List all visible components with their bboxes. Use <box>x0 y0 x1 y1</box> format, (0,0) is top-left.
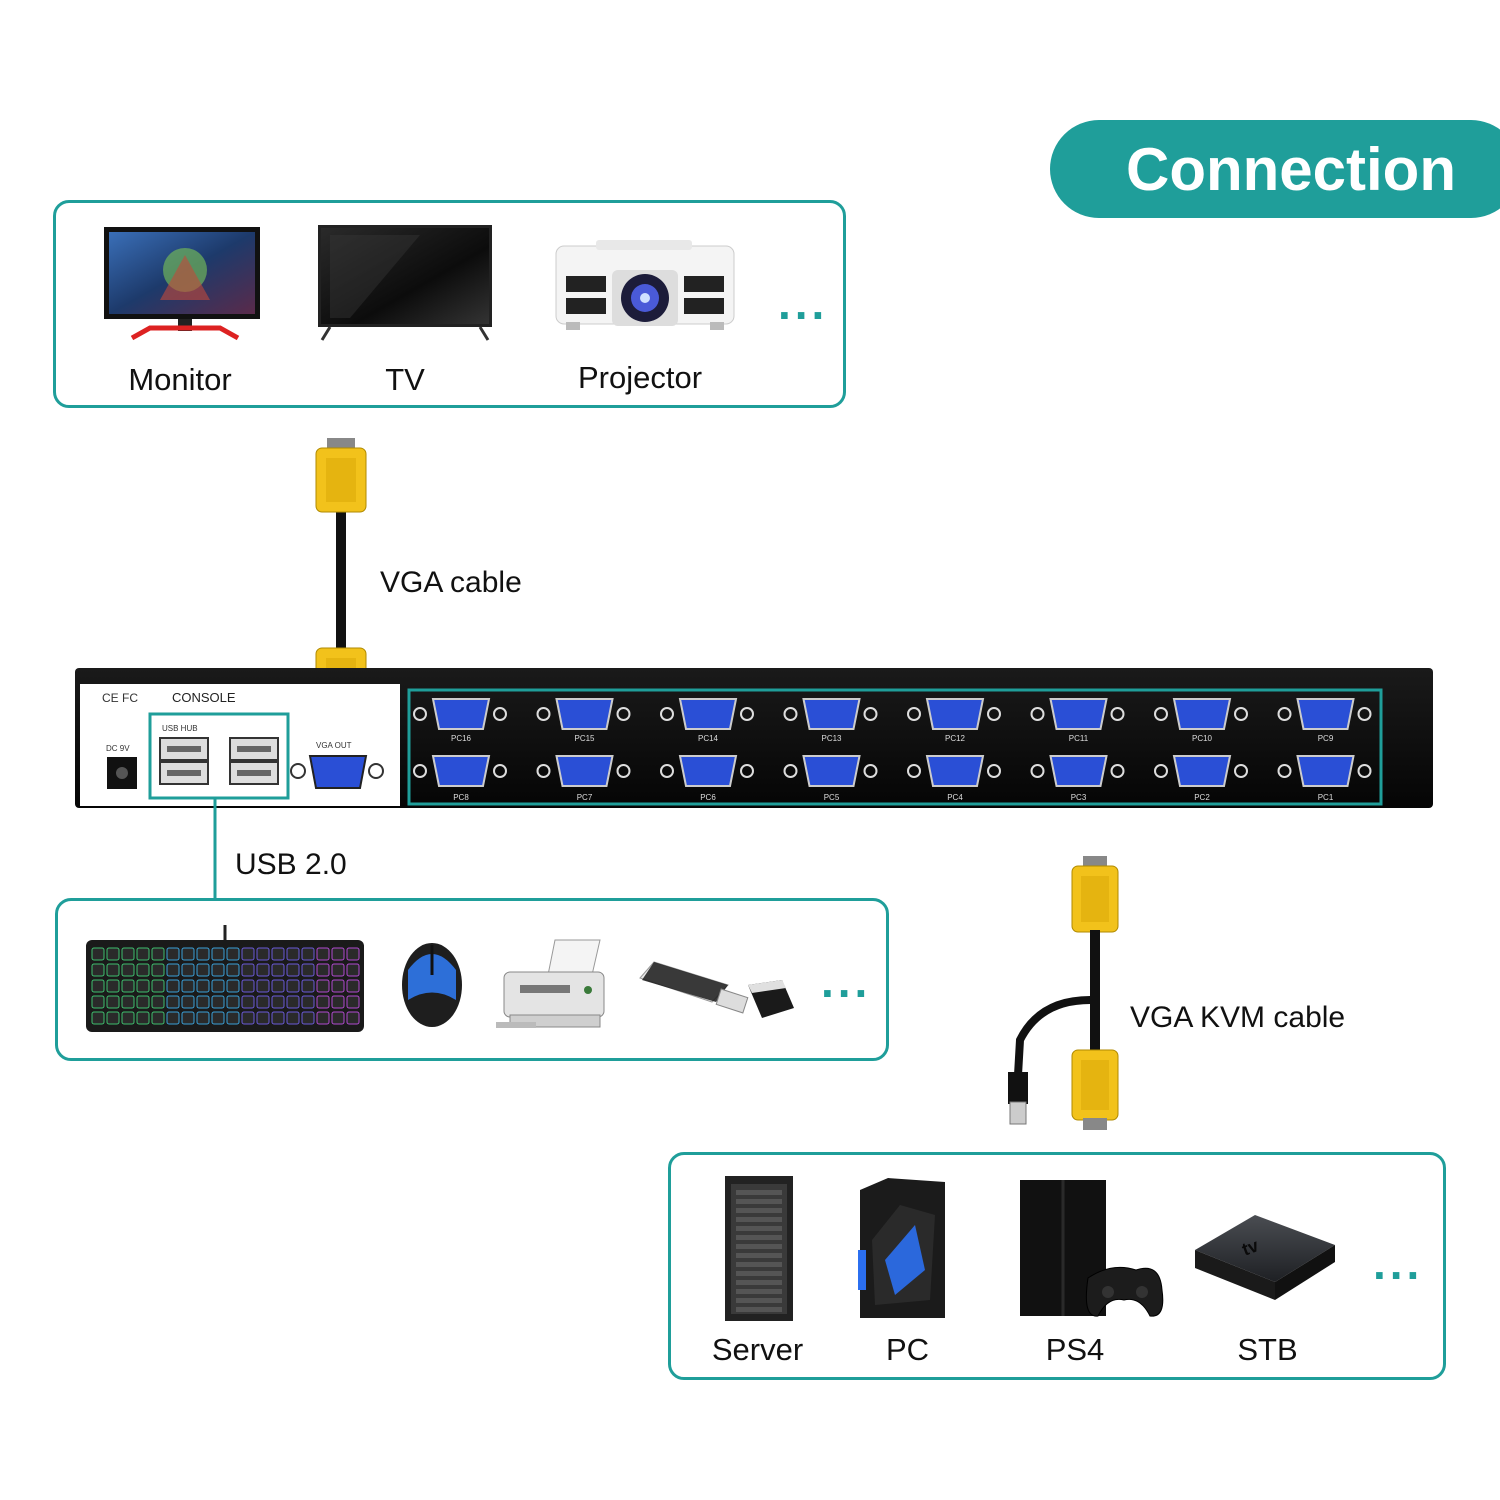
more-usb-devices-icon: ... <box>821 955 872 1007</box>
usb-label: USB 2.0 <box>235 848 347 881</box>
tv-label: TV <box>385 362 425 397</box>
tv-icon <box>318 225 492 341</box>
port-label: PC2 <box>1194 793 1210 802</box>
port-label: PC13 <box>821 734 842 743</box>
pc-ports-top: PC16 PC15 PC14 PC13 PC12 PC11 PC10 PC9 <box>413 698 1372 743</box>
pc-ports-bottom: PC8 PC7 PC6 PC5 PC4 PC3 PC2 PC1 <box>413 755 1372 802</box>
printer-icon <box>496 939 605 1028</box>
keyboard-icon <box>86 925 364 1032</box>
vga-port-pc7: PC7 <box>536 755 631 802</box>
vga-port-pc15: PC15 <box>536 698 631 743</box>
vga-cable-label: VGA cable <box>380 566 522 599</box>
port-label: PC9 <box>1318 734 1334 743</box>
port-label: PC14 <box>698 734 719 743</box>
vga-port-pc10: PC10 <box>1154 698 1248 743</box>
port-label: PC10 <box>1192 734 1213 743</box>
pc-icon <box>858 1178 945 1318</box>
port-label: PC3 <box>1071 793 1087 802</box>
port-label: PC6 <box>700 793 716 802</box>
dc-label: DC 9V <box>106 744 130 753</box>
more-displays-icon: ... <box>778 277 829 329</box>
vga-kvm-cable-label: VGA KVM cable <box>1130 1001 1346 1034</box>
port-label: PC12 <box>945 734 966 743</box>
projector-icon <box>555 240 735 330</box>
port-label: PC1 <box>1318 793 1334 802</box>
vga-port-pc5: PC5 <box>783 755 878 802</box>
page-title: Connection <box>1126 135 1456 203</box>
svg-text:tv: tv <box>1239 1235 1261 1259</box>
ps4-label: PS4 <box>1045 1332 1105 1367</box>
more-computers-icon: ... <box>1373 1237 1424 1289</box>
vga-port-pc8: PC8 <box>413 755 507 802</box>
vga-port-pc1: PC1 <box>1277 755 1372 802</box>
stb-label: STB <box>1237 1332 1298 1367</box>
ps4-icon <box>1020 1180 1164 1317</box>
vga-port-pc14: PC14 <box>660 698 754 743</box>
monitor-label: Monitor <box>128 362 232 397</box>
port-label: PC7 <box>577 793 593 802</box>
port-label: PC11 <box>1069 734 1089 743</box>
vga-out-label: VGA OUT <box>316 741 352 750</box>
pc-label: PC <box>885 1332 930 1367</box>
vga-port-pc6: PC6 <box>660 755 754 802</box>
port-label: PC16 <box>451 734 472 743</box>
cert-marks: CE FC <box>102 691 138 705</box>
vga-port-pc11: PC11 <box>1030 698 1125 743</box>
vga-port-pc13: PC13 <box>783 698 878 743</box>
projector-label: Projector <box>577 360 703 395</box>
usb-devices-group <box>55 898 889 1061</box>
vga-kvm-cable <box>1008 856 1119 1130</box>
usb-drive-icon <box>639 961 794 1018</box>
vga-port-pc9: PC9 <box>1277 698 1372 743</box>
vga-port-pc12: PC12 <box>907 698 1001 743</box>
mouse-icon <box>402 943 462 1027</box>
console-label: CONSOLE <box>172 690 236 705</box>
vga-port-pc2: PC2 <box>1154 755 1248 802</box>
server-icon <box>725 1176 793 1321</box>
server-label: Server <box>711 1332 804 1367</box>
usb-hub-label: USB HUB <box>162 724 198 733</box>
port-label: PC5 <box>824 793 840 802</box>
port-label: PC8 <box>453 793 469 802</box>
stb-icon: tv <box>1195 1215 1335 1300</box>
monitor-icon <box>104 227 260 341</box>
title-badge: Connection <box>1050 120 1500 218</box>
vga-port-pc16: PC16 <box>413 698 507 743</box>
vga-port-pc4: PC4 <box>907 755 1001 802</box>
vga-port-pc3: PC3 <box>1030 755 1125 802</box>
port-label: PC4 <box>947 793 963 802</box>
port-label: PC15 <box>574 734 595 743</box>
